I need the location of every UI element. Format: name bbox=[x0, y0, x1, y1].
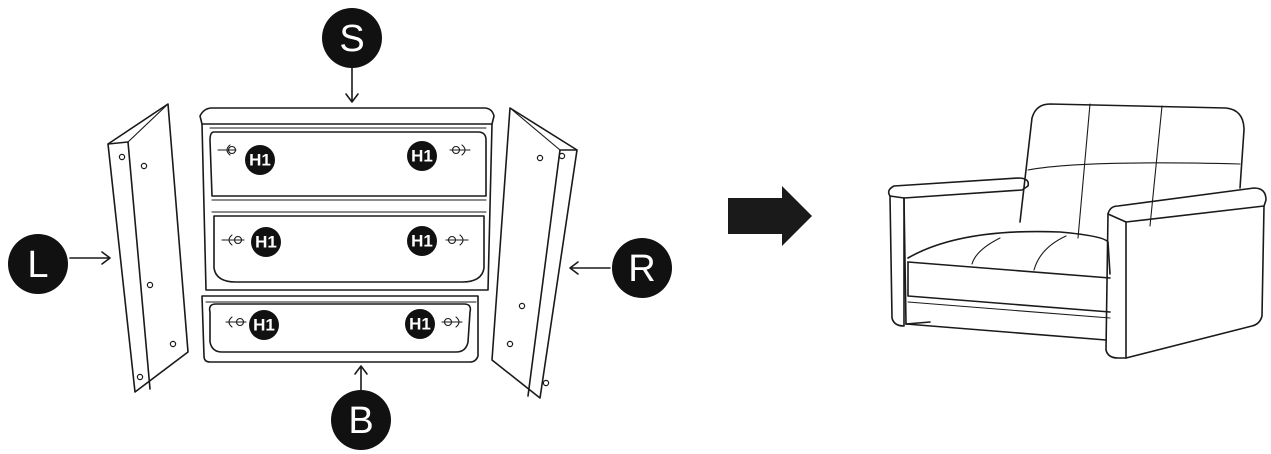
h1-badge: H1 bbox=[407, 141, 437, 171]
right-arrow-icon bbox=[728, 186, 812, 246]
h1-badge: H1 bbox=[405, 309, 435, 339]
svg-text:R: R bbox=[628, 248, 655, 290]
svg-text:H1: H1 bbox=[411, 147, 433, 166]
right-arm-panel bbox=[491, 107, 578, 399]
base-arrow bbox=[354, 365, 368, 391]
left-arrow bbox=[69, 251, 111, 265]
h1-badge: H1 bbox=[251, 227, 281, 257]
seat-arrow bbox=[345, 67, 359, 103]
h1-badge: H1 bbox=[249, 310, 279, 340]
svg-text:H1: H1 bbox=[411, 232, 433, 251]
h1-badge: H1 bbox=[245, 145, 275, 175]
seat-label-badge: S bbox=[322, 8, 382, 68]
svg-text:L: L bbox=[27, 244, 48, 286]
bolt-icon bbox=[217, 144, 471, 328]
base-frame bbox=[201, 295, 479, 363]
assembled-armchair bbox=[887, 103, 1267, 359]
svg-text:H1: H1 bbox=[249, 151, 271, 170]
svg-text:B: B bbox=[348, 400, 373, 442]
base-label-badge: B bbox=[331, 390, 391, 450]
svg-text:H1: H1 bbox=[255, 233, 277, 252]
svg-text:H1: H1 bbox=[409, 315, 431, 334]
svg-text:H1: H1 bbox=[253, 316, 275, 335]
left-arm-panel bbox=[107, 103, 189, 393]
right-label-badge: R bbox=[612, 238, 672, 298]
svg-text:S: S bbox=[339, 18, 364, 60]
seat-frame bbox=[199, 107, 495, 291]
left-label-badge: L bbox=[8, 234, 68, 294]
right-arrow bbox=[569, 261, 611, 275]
h1-badge: H1 bbox=[407, 226, 437, 256]
